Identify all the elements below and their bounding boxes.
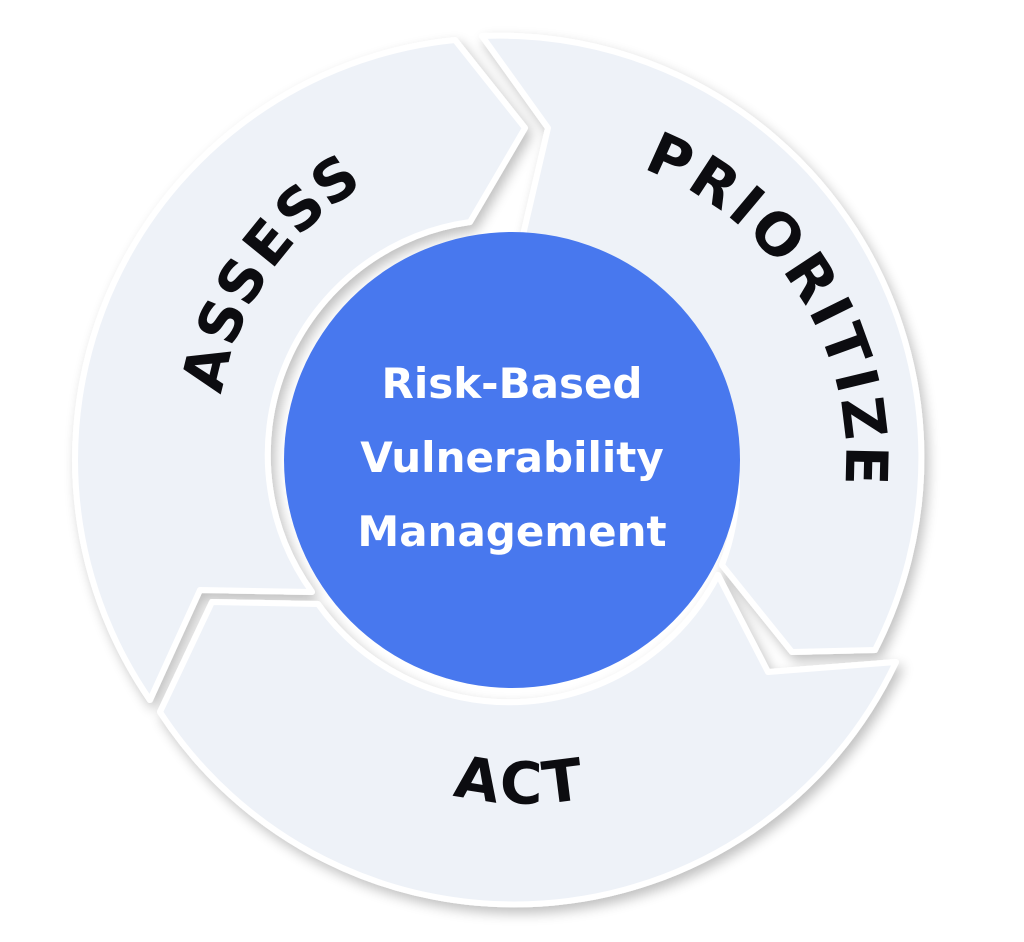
center-title-line-2: Vulnerability [360,433,663,482]
center-hub [284,232,740,688]
stage-label-act: ACT [450,742,589,817]
center-title-line-1: Risk-Based [381,359,642,408]
segment-assess [72,37,528,703]
segment-act [157,572,899,908]
center-title-line-3: Management [357,507,666,556]
stage-label-act-text: ACT [450,742,586,817]
